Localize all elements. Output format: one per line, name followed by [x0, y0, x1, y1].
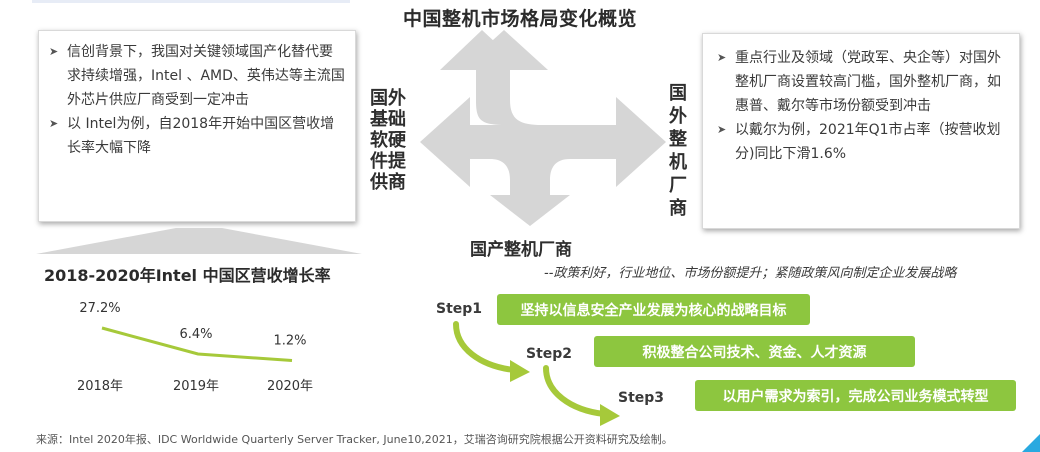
domestic-vendor-subtitle: --政策利好，行业地位、市场份额提升；紧随政策风向制定企业发展战略 [544, 266, 957, 281]
gray-arrow-head-top [460, 30, 548, 70]
side-right-line: 商 [669, 198, 687, 219]
gray-arrow-shape [420, 30, 666, 226]
revenue-growth-chart: 27.2% 2018年 6.4% 2019年 1.2% 2020年 [77, 301, 313, 394]
three-way-arrow-graphic [420, 30, 666, 226]
curved-arrow-1 [453, 321, 517, 373]
corner-decoration [1022, 434, 1040, 452]
chart-title: 2018-2020年Intel 中国区营收增长率 [44, 266, 331, 285]
side-right-line: 机 [669, 152, 687, 173]
panel-base-shape [36, 228, 362, 254]
category-label: 2019年 [173, 379, 219, 394]
curved-arrow-1-head [510, 360, 530, 382]
side-right-line: 整 [669, 129, 687, 150]
side-left-line: 国外 [370, 88, 406, 109]
step3-label: Step3 [618, 390, 665, 406]
side-right-line: 外 [669, 106, 687, 127]
bullet-arrow-icon: ➤ [49, 45, 59, 58]
right-bullet-text: 重点行业及领域（党政军、央企等）对国外整机厂商设置较高门槛，国外整机厂商，如惠普… [735, 50, 1001, 114]
growth-series-line [101, 326, 293, 362]
category-label: 2020年 [267, 379, 313, 394]
foreign-vendor-label: 国 外 整 机 厂 商 [662, 82, 694, 220]
top-decorative-rule [32, 0, 350, 3]
side-left-line: 基础 [370, 109, 406, 130]
right-bullet-2: ➤ 以戴尔为例，2021年Q1市占率（按营收划分)同比下滑1.6% [717, 118, 1009, 166]
right-bullet-text: 以戴尔为例，2021年Q1市占率（按营收划分)同比下滑1.6% [735, 122, 1001, 162]
side-right-line: 厂 [669, 175, 687, 196]
left-info-panel: ➤ 信创背景下，我国对关键领域国产化替代要求持续增强，Intel 、AMD、英伟… [38, 30, 356, 222]
step2-label: Step2 [526, 346, 573, 362]
side-right-line: 国 [669, 83, 687, 104]
data-label: 6.4% [179, 327, 212, 342]
data-label: 27.2% [79, 301, 120, 316]
side-left-line: 软硬 [370, 130, 406, 151]
left-bullet-text: 信创背景下，我国对关键领域国产化替代要求持续增强，Intel 、AMD、英伟达等… [67, 44, 345, 108]
left-bullet-2: ➤ 以 Intel为例，自2018年开始中国区营收增长率大幅下降 [49, 112, 345, 160]
step-curved-arrows [453, 321, 620, 426]
category-label: 2018年 [77, 379, 123, 394]
step2-box: 积极整合公司技术、资金、人才资源 [594, 336, 915, 367]
step1-label: Step1 [436, 301, 483, 317]
step1-box: 坚持以信息安全产业发展为核心的战略目标 [497, 294, 810, 325]
side-left-line: 供商 [370, 172, 406, 193]
foreign-supplier-label: 国外 基础 软硬 件提 供商 [366, 88, 410, 193]
domestic-vendor-title: 国产整机厂商 [470, 240, 572, 260]
source-note: 来源：Intel 2020年报、IDC Worldwide Quarterly … [36, 433, 673, 446]
right-bullet-1: ➤ 重点行业及领域（党政军、央企等）对国外整机厂商设置较高门槛，国外整机厂商，如… [717, 46, 1009, 118]
bullet-arrow-icon: ➤ [717, 123, 727, 136]
curved-arrow-2-head [600, 404, 620, 426]
left-bullet-1: ➤ 信创背景下，我国对关键领域国产化替代要求持续增强，Intel 、AMD、英伟… [49, 40, 345, 112]
bullet-arrow-icon: ➤ [717, 51, 727, 64]
data-label: 1.2% [273, 334, 306, 349]
bullet-arrow-icon: ➤ [49, 117, 59, 130]
page-title: 中国整机市场格局变化概览 [402, 8, 637, 30]
curved-arrow-2 [543, 365, 607, 417]
left-bullet-text: 以 Intel为例，自2018年开始中国区营收增长率大幅下降 [67, 116, 335, 156]
right-info-panel: ➤ 重点行业及领域（党政军、央企等）对国外整机厂商设置较高门槛，国外整机厂商，如… [702, 33, 1020, 229]
side-left-line: 件提 [370, 151, 406, 172]
step3-box: 以用户需求为索引，完成公司业务模式转型 [695, 380, 1016, 411]
